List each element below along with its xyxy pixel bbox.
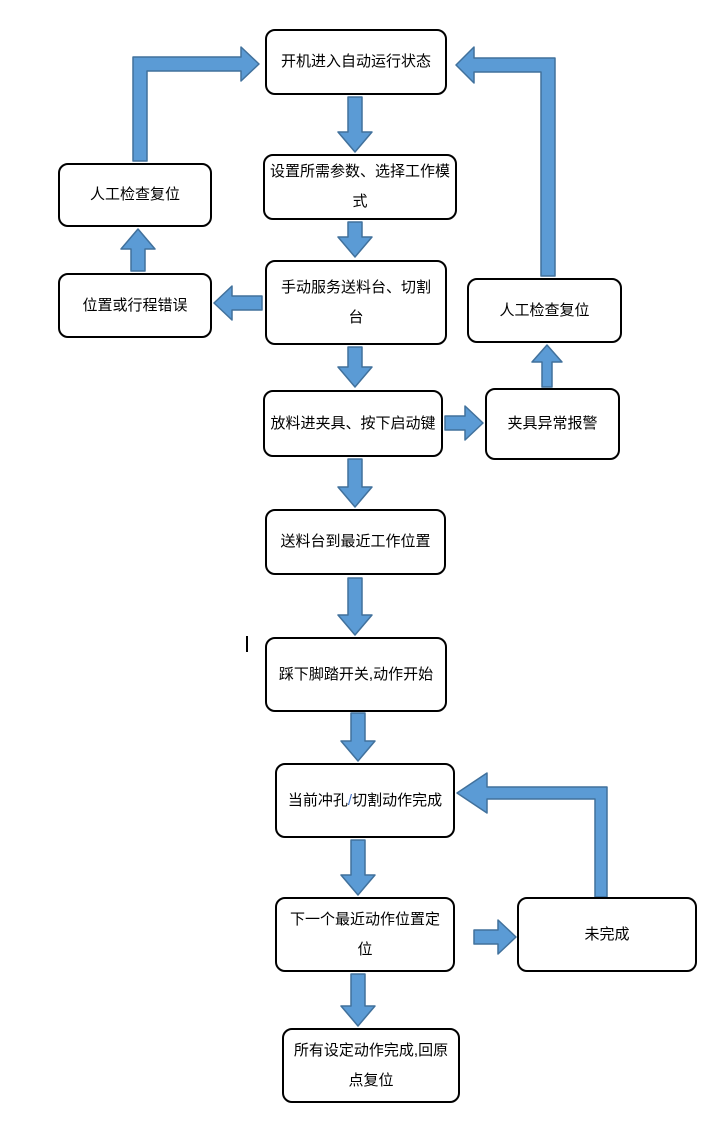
arrow-next-to-done: [340, 973, 376, 1027]
node-start-label: 开机进入自动运行状态: [280, 53, 431, 70]
node-manual-check-left: 人工检查复位: [58, 163, 212, 227]
node-foot-switch-label: 踩下脚踏开关,动作开始: [278, 665, 434, 683]
arrow-manual-to-position-error: [213, 285, 263, 321]
arrow-load-to-alarm: [444, 405, 484, 441]
node-manual-service: 手动服务送料台、切割 台: [265, 260, 447, 345]
arrow-alarm-to-check-right: [531, 344, 563, 388]
node-position-error-label: 位置或行程错误: [82, 296, 188, 314]
arrow-next-to-incomplete: [473, 919, 517, 955]
node-set-params-label: 设置所需参数、选择工作模 式: [269, 163, 450, 210]
arrow-incomplete-to-current: [456, 772, 608, 898]
arrow-feed-to-foot-switch: [337, 577, 373, 636]
node-incomplete: 未完成: [517, 897, 697, 972]
node-manual-service-label: 手动服务送料台、切割 台: [280, 278, 431, 326]
arrow-position-error-to-check-left: [120, 228, 156, 272]
node-next-position: 下一个最近动作位置定 位: [275, 897, 455, 972]
arrow-start-to-params: [337, 96, 373, 153]
node-manual-check-left-label: 人工检查复位: [89, 186, 180, 203]
node-all-done-label: 所有设定动作完成,回原 点复位: [293, 1041, 449, 1089]
node-manual-check-right-label: 人工检查复位: [499, 301, 590, 319]
node-load-fixture-label: 放料进夹具、按下启动键: [270, 414, 436, 432]
node-manual-check-right: 人工检查复位: [467, 278, 622, 343]
node-current-action: 当前冲孔/切割动作完成: [275, 763, 455, 838]
node-position-error: 位置或行程错误: [58, 273, 212, 338]
arrow-check-left-to-start: [132, 46, 260, 162]
node-incomplete-label: 未完成: [584, 925, 630, 943]
current-action-slash: /: [347, 791, 353, 809]
arrow-foot-switch-to-current: [340, 712, 376, 762]
arrow-manual-to-load: [337, 346, 373, 388]
arrow-check-right-to-start: [455, 46, 556, 277]
current-action-before: 当前冲孔: [287, 791, 348, 809]
node-start: 开机进入自动运行状态: [265, 29, 447, 95]
node-set-params: 设置所需参数、选择工作模 式: [263, 154, 457, 220]
node-feed-position: 送料台到最近工作位置: [265, 509, 446, 575]
node-next-position-label: 下一个最近动作位置定 位: [289, 910, 440, 958]
node-load-fixture: 放料进夹具、按下启动键: [263, 390, 443, 457]
node-fixture-alarm-label: 夹具异常报警: [507, 415, 598, 432]
arrow-load-to-feed: [337, 458, 373, 508]
node-feed-position-label: 送料台到最近工作位置: [280, 533, 431, 550]
node-current-action-label: 当前冲孔/切割动作完成: [288, 786, 442, 816]
current-action-after: 切割动作完成: [352, 791, 443, 809]
node-all-done: 所有设定动作完成,回原 点复位: [282, 1028, 460, 1103]
arrow-current-to-next: [340, 839, 376, 896]
arrow-params-to-manual: [337, 221, 373, 258]
node-fixture-alarm: 夹具异常报警: [485, 388, 620, 460]
node-foot-switch: 踩下脚踏开关,动作开始: [265, 637, 447, 712]
text-cursor-mark: [246, 636, 248, 652]
